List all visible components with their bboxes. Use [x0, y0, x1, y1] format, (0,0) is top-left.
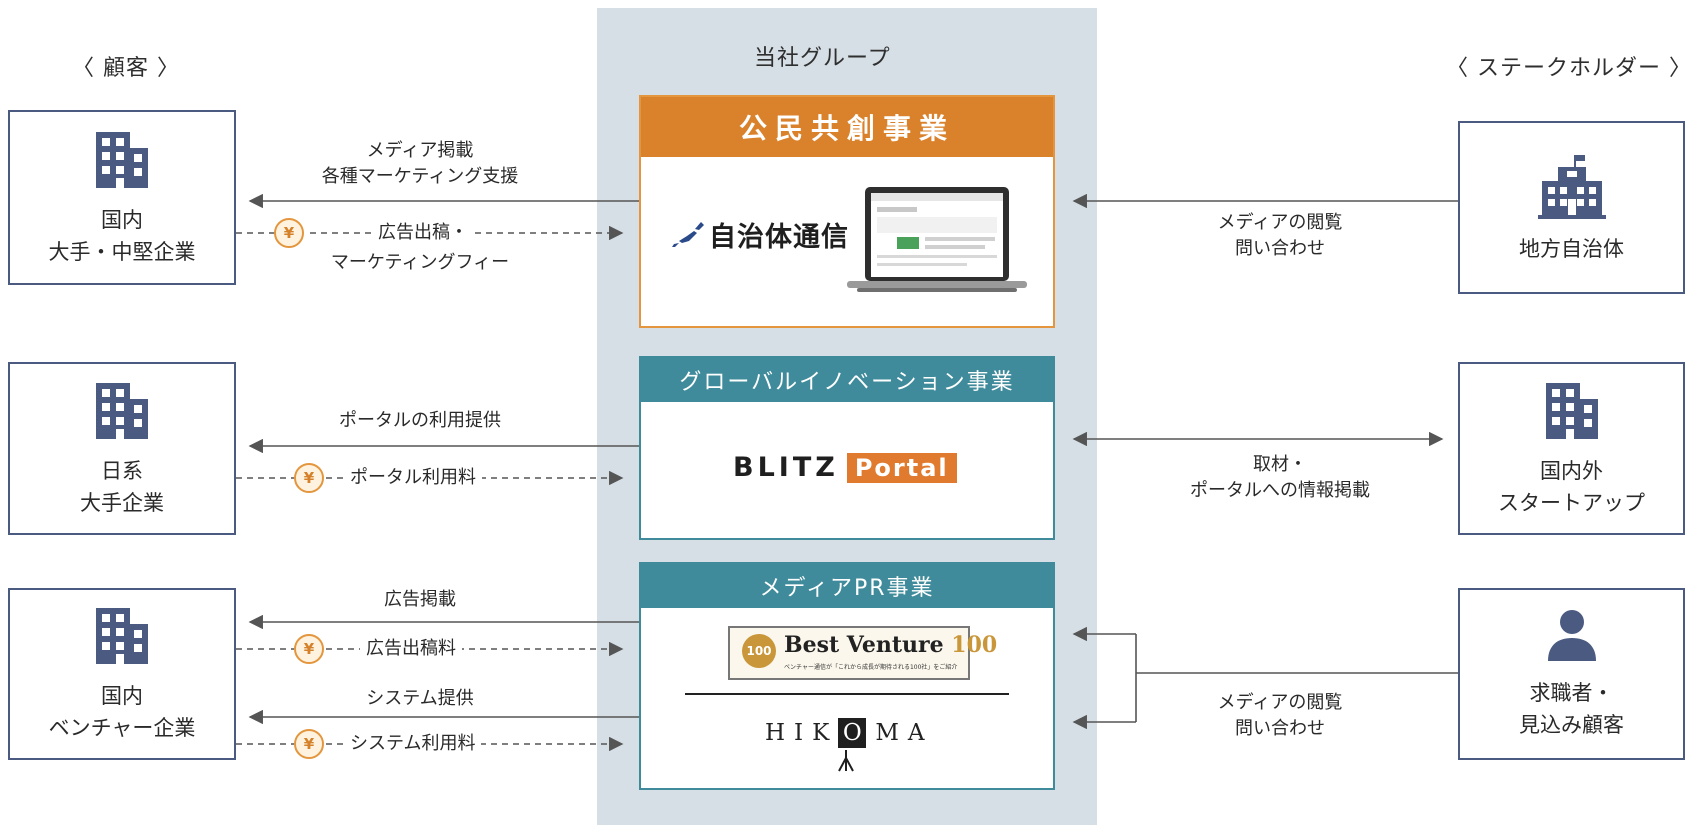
flow-label-right-r1: メディアの閲覧 問い合わせ: [1217, 212, 1343, 259]
tripod-icon: [838, 750, 854, 772]
jichitai-tsushin-logo: 自治体通信: [671, 215, 849, 254]
hikoma-logo: HIK O MA: [765, 718, 934, 748]
logo-text-a: HIK: [765, 720, 839, 746]
logo-text-b: MA: [875, 720, 934, 746]
logo-main: BLITZ: [733, 452, 839, 483]
blitz-portal-logo: BLITZ Portal: [733, 452, 957, 483]
logo-text: 自治体通信: [709, 222, 849, 253]
logo-main-number: 100: [951, 632, 998, 658]
building-icon: [96, 131, 148, 188]
business-title: メディアPR事業: [641, 564, 1053, 608]
yen-icon: ¥: [294, 463, 324, 493]
best-venture-logo: 100 Best Venture 100 ベンチャー通信が「これから成長が期待さ…: [728, 626, 997, 680]
stakeholder-label: 国内外 スタートアップ: [1498, 458, 1645, 515]
laurel-badge: 100: [742, 634, 776, 668]
business-title: グローバルイノベーション事業: [641, 358, 1053, 402]
business-public-private: 公民共創事業 自治体通信: [639, 95, 1055, 328]
yen-icon: ¥: [294, 729, 324, 759]
divider: [685, 693, 1009, 695]
left-header: 〈 顧客 〉: [72, 56, 180, 81]
business-global-innovation: グローバルイノベーション事業 BLITZ Portal: [639, 356, 1055, 540]
yen-icon: ¥: [274, 218, 304, 248]
logo-subtitle: ベンチャー通信が「これから成長が期待される100社」をご紹介: [784, 664, 958, 671]
flow-label-r1-service: メディア掲載 各種マーケティング支援: [321, 140, 519, 187]
customer-box-japanese-large: 日系 大手企業: [8, 362, 236, 535]
flow-label-r3-payment-b: システム利用料: [344, 731, 482, 757]
building-icon: [96, 382, 148, 439]
stakeholder-box-job-seekers: 求職者・ 見込み顧客: [1458, 588, 1685, 760]
customer-label: 日系 大手企業: [80, 458, 164, 515]
flow-label-right-r2: 取材・ ポータルへの情報掲載: [1190, 454, 1370, 501]
logo-badge: Portal: [846, 452, 957, 483]
laptop-image: [847, 187, 1027, 292]
stakeholder-label: 地方自治体: [1519, 236, 1624, 261]
center-title: 当社グループ: [754, 46, 891, 71]
logo-main: Best Venture: [784, 632, 944, 658]
stakeholder-box-municipality: 地方自治体: [1458, 121, 1685, 294]
flow-label-r3-service-b: システム提供: [366, 688, 474, 709]
flow-label-r2-payment: ポータル利用料: [344, 465, 482, 491]
right-header: 〈 ステークホルダー 〉: [1446, 56, 1692, 81]
flow-label-r1-payment-2: マーケティングフィー: [330, 252, 510, 273]
person-icon: [1547, 610, 1596, 661]
flow-label-r3-service-a: 広告掲載: [384, 589, 456, 610]
flow-label-r1-payment: 広告出稿・: [372, 220, 474, 246]
building-icon: [96, 608, 148, 664]
business-media-pr: メディアPR事業 100 Best Venture 100 ベンチャー通信が「こ…: [639, 562, 1055, 790]
customer-label: 国内 ベンチャー企業: [48, 684, 196, 740]
flow-label-r3-payment-a: 広告出稿料: [360, 636, 462, 662]
customer-box-venture: 国内 ベンチャー企業: [8, 588, 236, 760]
business-title: 公民共創事業: [641, 97, 1053, 157]
city-hall-icon: [1537, 154, 1606, 219]
flow-label-r2-service: ポータルの利用提供: [339, 410, 501, 431]
japan-map-icon: [672, 221, 704, 247]
customer-label: 国内 大手・中堅企業: [48, 207, 196, 264]
customer-box-large-mid: 国内 大手・中堅企業: [8, 110, 236, 285]
yen-icon: ¥: [294, 634, 324, 664]
stakeholder-label: 求職者・ 見込み顧客: [1519, 681, 1624, 737]
building-icon: [1545, 382, 1598, 439]
flow-label-right-r3: メディアの閲覧 問い合わせ: [1217, 692, 1343, 739]
logo-o-box: O: [838, 718, 867, 748]
stakeholder-box-startups: 国内外 スタートアップ: [1458, 362, 1685, 535]
